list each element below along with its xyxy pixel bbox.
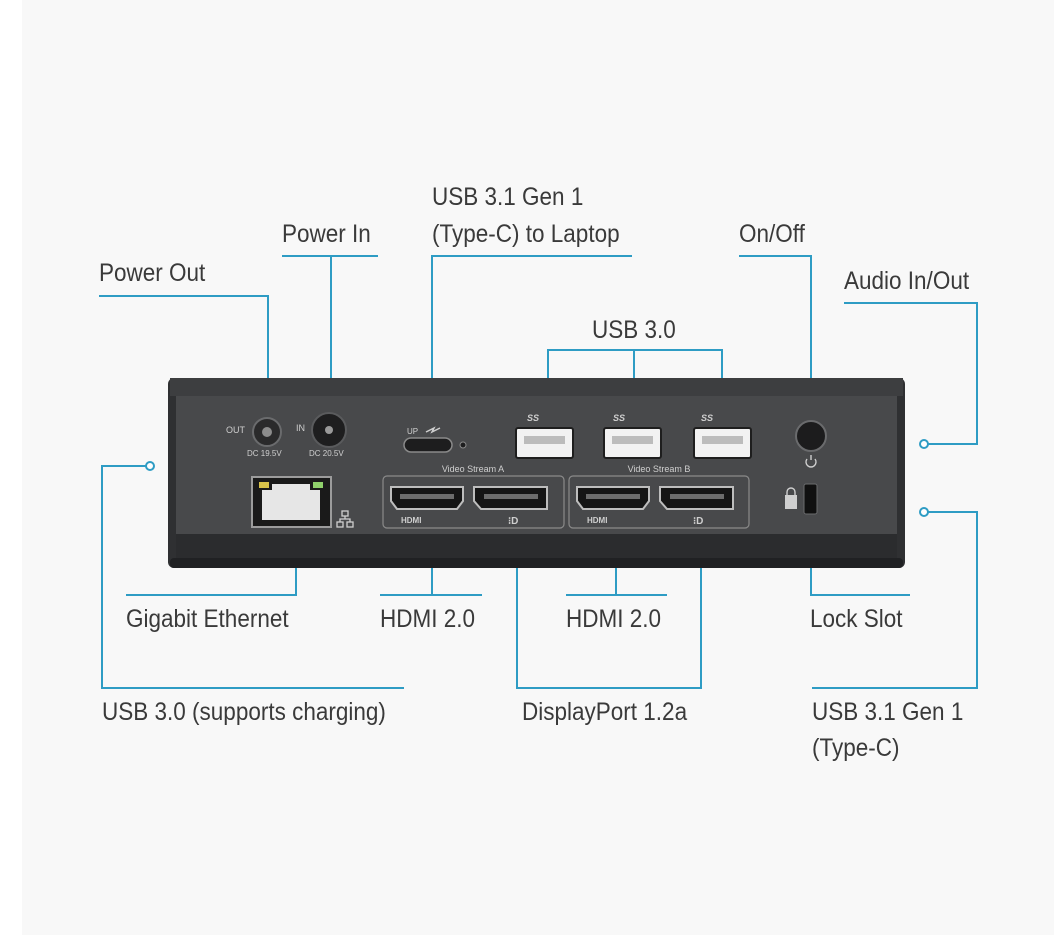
displayport-port-a xyxy=(473,486,548,510)
label-usb30-charging: USB 3.0 (supports charging) xyxy=(102,698,386,726)
label-power-in: Power In xyxy=(282,220,371,248)
leader-hdmi-b xyxy=(566,552,667,596)
ss-usb-icon: SS xyxy=(613,413,625,423)
in-marking: IN xyxy=(296,423,305,433)
ss-usb-icon: SS xyxy=(527,413,539,423)
dc-in-marking: DC 20.5V xyxy=(309,449,344,458)
leader-displayport xyxy=(516,552,702,689)
label-audio: Audio In/Out xyxy=(844,267,970,295)
up-marking: UP xyxy=(407,427,418,436)
dc-out-marking: DC 19.5V xyxy=(247,449,282,458)
network-icon xyxy=(336,510,354,528)
displayport-icon: ⁝D xyxy=(693,516,703,527)
video-stream-b-frame xyxy=(568,475,750,529)
usb30-ports: SS SS SS xyxy=(515,413,752,459)
hdmi-port-a xyxy=(390,486,464,510)
power-button xyxy=(795,420,827,452)
label-displayport: DisplayPort 1.2a xyxy=(522,698,688,726)
video-stream-a-frame xyxy=(382,475,565,529)
out-marking: OUT xyxy=(226,425,246,435)
label-lock-slot: Lock Slot xyxy=(810,605,903,633)
leader-on-off xyxy=(739,255,812,387)
dock-body xyxy=(168,378,905,568)
leader-power-out xyxy=(99,295,269,387)
displayport-port-b xyxy=(659,486,734,510)
label-hdmi-b: HDMI 2.0 xyxy=(566,605,662,633)
label-usbc-laptop-line2: (Type-C) to Laptop xyxy=(432,220,620,248)
leader-audio xyxy=(844,302,978,445)
ethernet-port xyxy=(251,476,332,528)
usb-c-upstream-port xyxy=(403,437,453,453)
leader-usbc-laptop xyxy=(431,255,632,387)
power-icon xyxy=(805,455,817,468)
label-gigabit: Gigabit Ethernet xyxy=(126,605,289,633)
video-stream-b-label: Video Stream B xyxy=(628,464,691,474)
leader-hdmi-a xyxy=(380,552,482,596)
hdmi-logo-a: HDMI xyxy=(401,516,421,525)
lock-slot xyxy=(803,483,818,515)
lightning-icon xyxy=(425,426,441,434)
hdmi-logo-b: HDMI xyxy=(587,516,607,525)
leader-power-in xyxy=(282,255,378,387)
label-usb30-top: USB 3.0 xyxy=(592,316,676,344)
hdmi-port-b xyxy=(576,486,650,510)
power-in-port xyxy=(311,412,347,448)
power-out-port xyxy=(252,417,282,447)
label-usbc-front-line1: USB 3.1 Gen 1 xyxy=(812,698,964,726)
indicator-led xyxy=(459,441,467,449)
label-usbc-laptop-line1: USB 3.1 Gen 1 xyxy=(432,183,584,211)
leader-usbc-front xyxy=(812,511,978,689)
kensington-lock-icon xyxy=(785,487,797,509)
label-on-off: On/Off xyxy=(739,220,805,248)
video-stream-a-label: Video Stream A xyxy=(442,464,504,474)
displayport-icon: ⁝D xyxy=(508,516,518,527)
label-usbc-front-line2: (Type-C) xyxy=(812,734,900,762)
label-power-out: Power Out xyxy=(99,259,206,287)
leader-usb30-charging xyxy=(101,465,404,689)
ss-usb-icon: SS xyxy=(701,413,713,423)
label-hdmi-a: HDMI 2.0 xyxy=(380,605,476,633)
